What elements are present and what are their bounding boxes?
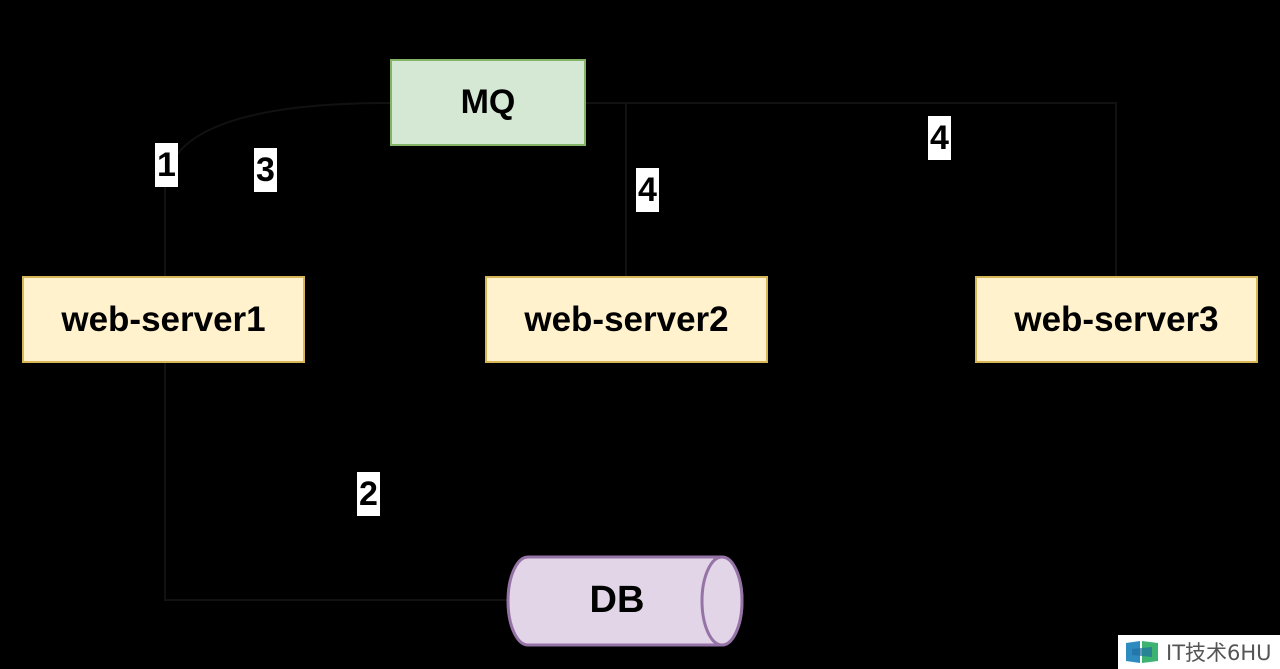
edge-mq-ws2	[586, 102, 627, 276]
watermark-text: IT技术6HU	[1166, 641, 1272, 665]
db-label: DB	[589, 579, 645, 621]
step-label-2: 2	[357, 472, 380, 516]
step-label-3: 3	[254, 148, 277, 192]
web-server2-label: web-server2	[524, 299, 729, 339]
watermark: IT技术6HU	[1118, 635, 1280, 669]
edge-mq-ws3	[586, 102, 1117, 276]
web-server2-node: web-server2	[485, 276, 768, 363]
step-label-4-ws2: 4	[636, 168, 659, 212]
mq-label: MQ	[460, 83, 516, 121]
web-server3-node: web-server3	[975, 276, 1258, 363]
edge-ws1-mq	[164, 102, 391, 276]
step-label-1: 1	[155, 143, 178, 187]
watermark-logo-icon	[1126, 641, 1158, 663]
db-cylinder	[506, 555, 744, 647]
web-server1-label: web-server1	[61, 299, 266, 339]
web-server3-label: web-server3	[1014, 299, 1219, 339]
edge-ws1-db	[164, 363, 512, 601]
step-label-4-ws3: 4	[928, 116, 951, 160]
mq-node: MQ	[390, 59, 586, 146]
web-server1-node: web-server1	[22, 276, 305, 363]
